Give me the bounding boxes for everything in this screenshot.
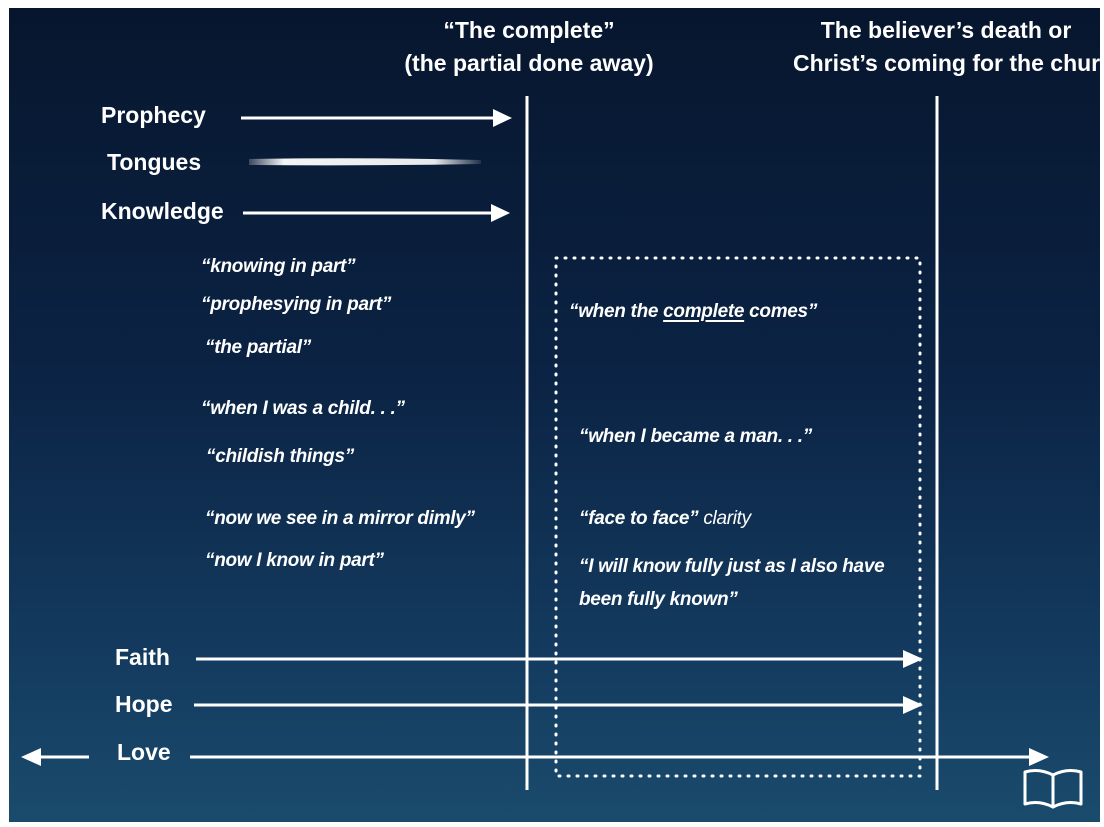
knowledge-label: Knowledge <box>101 198 224 224</box>
quote-knowing-in-part: “knowing in part” <box>201 256 356 277</box>
quote-know-in-part: “now I know in part” <box>205 550 384 571</box>
quote-complete-pre: “when the <box>569 301 664 322</box>
knowledge-arrow <box>243 204 510 222</box>
faith-arrow <box>196 650 923 668</box>
tongues-brush-stroke <box>249 158 481 166</box>
prophecy-label: Prophecy <box>101 102 206 128</box>
quote-clarity-text: clarity <box>698 508 751 529</box>
hope-label: Hope <box>115 691 173 717</box>
death-header-line1: The believer’s death or <box>820 17 1072 43</box>
complete-header: “The complete” (the partial done away) <box>393 14 665 80</box>
death-header: The believer’s death or Christ’s coming … <box>793 14 1100 80</box>
quote-the-partial: “the partial” <box>205 337 311 358</box>
quote-face-to-face: “face to face” clarity <box>579 508 751 530</box>
quote-prophesying-in-part: “prophesying in part” <box>201 294 392 315</box>
hope-arrow <box>194 696 923 714</box>
love-label: Love <box>117 739 171 765</box>
complete-header-line2: (the partial done away) <box>404 50 654 76</box>
open-book-icon <box>1023 769 1083 809</box>
prophecy-arrow <box>241 109 512 127</box>
love-right-arrow <box>190 748 1049 766</box>
death-header-line2: Christ’s coming for the church <box>793 50 1100 76</box>
diagram-slide: “The complete” (the partial done away) T… <box>9 8 1100 822</box>
quote-know-fully: “I will know fully just as I also have b… <box>579 550 885 616</box>
quote-when-complete-comes: “when the complete comes” <box>569 301 817 323</box>
quote-when-child: “when I was a child. . .” <box>201 398 405 419</box>
quote-mirror-dimly: “now we see in a mirror dimly” <box>205 508 475 529</box>
faith-label: Faith <box>115 644 170 670</box>
quote-complete-word: complete <box>663 301 745 322</box>
quote-childish-things: “childish things” <box>206 446 354 467</box>
complete-dotted-box <box>554 256 922 778</box>
diagram-lines <box>21 96 1083 809</box>
complete-header-line1: “The complete” <box>443 17 615 43</box>
quote-know-fully-line2: been fully known” <box>579 589 738 610</box>
quote-face-text: “face to face” <box>579 508 699 529</box>
quote-became-man: “when I became a man. . .” <box>579 426 812 447</box>
quote-complete-post: comes” <box>744 301 818 322</box>
love-left-arrow <box>21 748 89 766</box>
quote-know-fully-line1: “I will know fully just as I also have <box>579 556 885 577</box>
tongues-label: Tongues <box>107 149 202 175</box>
